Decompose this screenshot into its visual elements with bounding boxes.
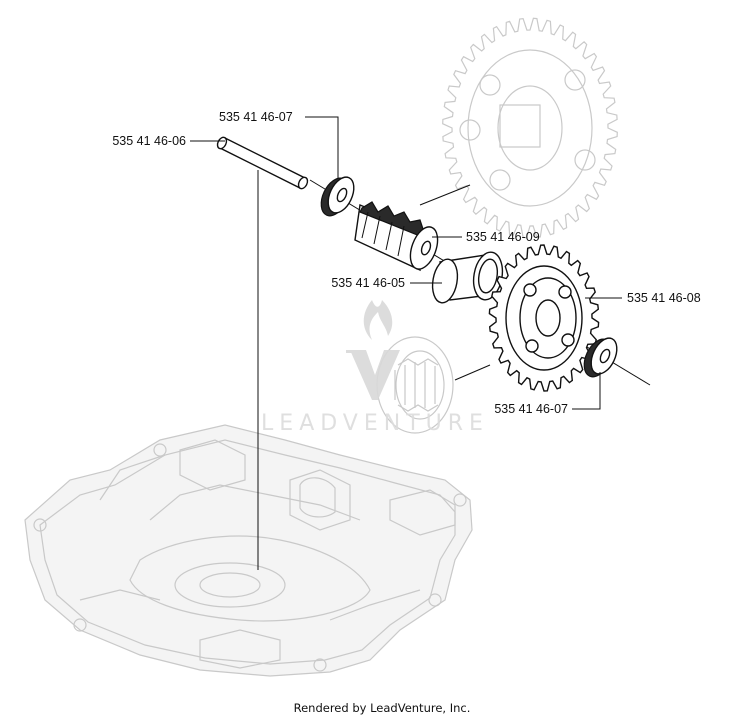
leadventure-watermark: LEADVENTURE <box>261 300 489 436</box>
washer-bottom-part <box>583 337 618 378</box>
callout-shaft[interactable]: 535 41 46-06 <box>112 134 186 148</box>
callout-bushing[interactable]: 535 41 46-05 <box>331 276 405 290</box>
callout-pinion[interactable]: 535 41 46-09 <box>466 230 540 244</box>
pinion-part <box>354 201 439 272</box>
shaft-part <box>216 136 309 190</box>
ghost-housing <box>24 424 473 677</box>
leader-to-ghost-gear <box>419 184 471 206</box>
leader-washer-top <box>305 116 339 178</box>
footer-credit: Rendered by LeadVenture, Inc. <box>294 701 471 715</box>
watermark-text: LEADVENTURE <box>261 411 489 436</box>
washer-top-part <box>320 176 355 217</box>
callout-washer-bottom[interactable]: 535 41 46-07 <box>494 402 568 416</box>
ghost-large-gear <box>442 17 618 239</box>
ghost-pinion-gear <box>376 336 454 434</box>
bushing-part <box>431 251 504 304</box>
callout-washer-top[interactable]: 535 41 46-07 <box>219 110 293 124</box>
gear-part <box>488 244 600 392</box>
leader-washer-bottom <box>572 372 601 410</box>
callout-gear[interactable]: 535 41 46-08 <box>627 291 701 305</box>
leader-to-ghost-pinion <box>454 364 491 381</box>
bigGearTeeth-teeth <box>442 17 618 239</box>
